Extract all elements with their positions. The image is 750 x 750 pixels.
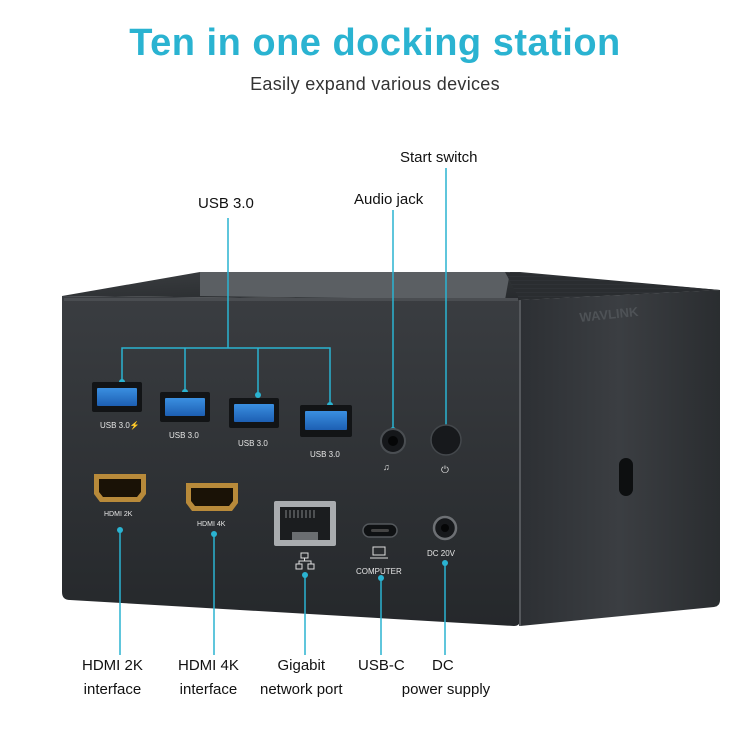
start-switch: ⏻ <box>430 424 462 476</box>
start-switch-callout-label: Start switch <box>400 149 478 166</box>
dc-callout-line2: power supply <box>401 681 491 698</box>
hdmi-2k-port: HDMI 2K <box>94 474 146 518</box>
usb-port-1-label: USB 3.0⚡ <box>100 420 140 430</box>
dc-callout-line1: DC <box>432 657 454 674</box>
page-title: Ten in one docking station <box>129 22 621 64</box>
hdmi-4k-port: HDMI 4K <box>186 483 238 528</box>
network-icon <box>295 552 315 570</box>
dc-jack: DC 20V <box>427 515 458 558</box>
hdmi-2k-callout-line2: interface <box>83 681 142 698</box>
usb-callout-label: USB 3.0 <box>198 195 254 212</box>
usb-c-callout-label: USB-C <box>358 657 405 674</box>
power-icon: ⏻ <box>441 465 449 476</box>
computer-label: COMPUTER <box>356 567 402 576</box>
hdmi-4k-callout: HDMI 4K interface <box>178 654 239 702</box>
usb-c-port: COMPUTER <box>356 523 402 576</box>
audio-jack-callout-label: Audio jack <box>354 191 424 208</box>
hdmi-4k-port-label: HDMI 4K <box>197 521 226 528</box>
device-side: WAVLINK <box>519 290 720 626</box>
brand-logo: WAVLINK <box>579 304 640 325</box>
ethernet-port <box>274 501 336 570</box>
hdmi-4k-callout-line1: HDMI 4K <box>178 657 239 674</box>
gigabit-callout-line1: Gigabit <box>277 657 326 674</box>
computer-icon <box>370 546 388 559</box>
hdmi-2k-callout-line1: HDMI 2K <box>82 657 143 674</box>
audio-jack: ♫ <box>380 428 406 472</box>
usb-port-4: USB 3.0 <box>300 405 352 459</box>
usb-port-3: USB 3.0 <box>229 398 279 448</box>
usb-port-2: USB 3.0 <box>160 392 210 440</box>
usb-port-2-label: USB 3.0 <box>169 431 199 440</box>
dc-callout: DC power supply <box>400 654 492 702</box>
usb-port-3-label: USB 3.0 <box>238 439 268 448</box>
usb-port-4-label: USB 3.0 <box>310 450 340 459</box>
lock-slot-icon <box>619 458 633 496</box>
headphone-mic-icon: ♫ <box>383 462 390 472</box>
device-front <box>62 296 520 626</box>
usb-callout-lines <box>119 168 447 655</box>
page-subtitle: Easily expand various devices <box>250 74 500 94</box>
device-top <box>62 272 720 300</box>
dc20v-label: DC 20V <box>427 549 456 558</box>
hdmi-2k-callout: HDMI 2K interface <box>82 654 143 702</box>
gigabit-callout: Gigabit network port <box>260 654 343 702</box>
hdmi-2k-port-label: HDMI 2K <box>104 511 133 518</box>
hdmi-4k-callout-line2: interface <box>179 681 238 698</box>
gigabit-callout-line2: network port <box>260 681 343 698</box>
usb-port-1: USB 3.0⚡ <box>92 382 142 430</box>
